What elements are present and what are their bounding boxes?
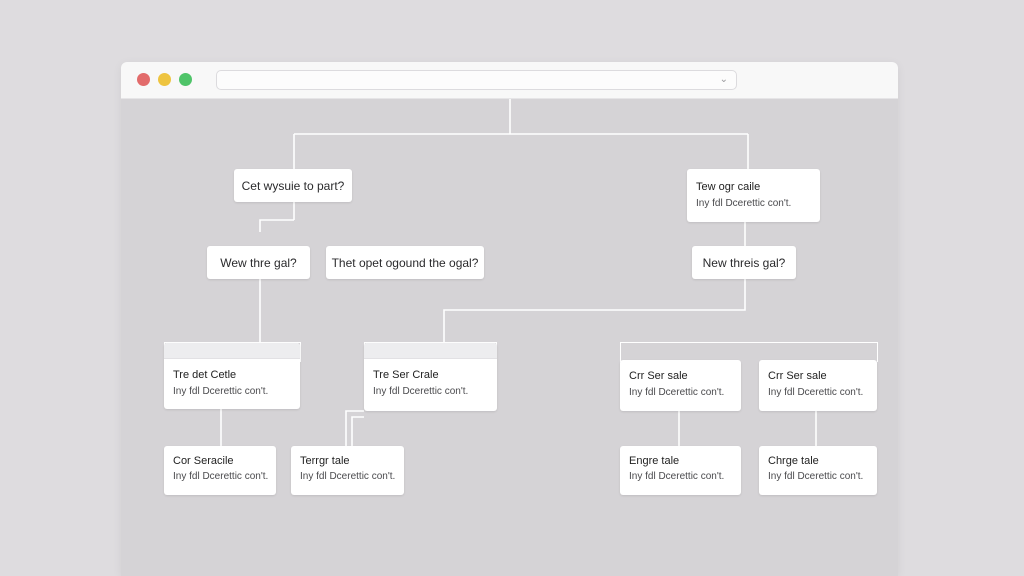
decision-node[interactable]: Tew ogr caile Iny fdl Dcerettic con't. bbox=[687, 169, 820, 222]
flow-card[interactable]: Cor Seracile Iny fdl Dcerettic con't. bbox=[164, 446, 276, 495]
card-title: Tre det Cetle bbox=[173, 369, 237, 381]
card-title: Tre Ser Crale bbox=[373, 369, 439, 381]
group-frame bbox=[620, 342, 878, 362]
card-title: Crr Ser sale bbox=[768, 370, 827, 382]
decision-node[interactable]: Cet wysuie to part? bbox=[234, 169, 352, 202]
flow-card[interactable]: Crr Ser sale Iny fdl Dcerettic con't. bbox=[620, 360, 741, 411]
card-header bbox=[164, 343, 300, 359]
card-subtitle: Iny fdl Dcerettic con't. bbox=[629, 471, 725, 482]
card-subtitle: Iny fdl Dcerettic con't. bbox=[300, 471, 396, 482]
close-button[interactable] bbox=[137, 73, 150, 86]
flow-card[interactable]: Tre Ser Crale Iny fdl Dcerettic con't. bbox=[364, 343, 497, 411]
decision-node[interactable]: Wew thre gal? bbox=[207, 246, 310, 279]
decision-node[interactable]: Thet opet ogound the ogal? bbox=[326, 246, 484, 279]
card-header bbox=[364, 343, 497, 359]
decision-node[interactable]: New threis gal? bbox=[692, 246, 796, 279]
connector-line bbox=[259, 202, 295, 232]
card-title: Cor Seracile bbox=[173, 455, 234, 467]
chevron-icon[interactable]: ⌄ bbox=[719, 74, 728, 85]
connector-line bbox=[294, 99, 748, 135]
flow-card[interactable]: Chrge tale Iny fdl Dcerettic con't. bbox=[759, 446, 877, 495]
card-subtitle: Iny fdl Dcerettic con't. bbox=[768, 387, 864, 398]
connector-line bbox=[351, 416, 364, 447]
card-title: Crr Ser sale bbox=[629, 370, 688, 382]
card-subtitle: Iny fdl Dcerettic con't. bbox=[173, 386, 269, 397]
node-label: New threis gal? bbox=[702, 255, 786, 270]
card-subtitle: Iny fdl Dcerettic con't. bbox=[629, 387, 725, 398]
browser-window: ⌄ Cet wysuie to part? bbox=[121, 62, 898, 576]
node-subtitle: Iny fdl Dcerettic con't. bbox=[696, 198, 792, 209]
title-bar: ⌄ bbox=[121, 62, 898, 99]
connector-line bbox=[443, 279, 746, 343]
flow-card[interactable]: Engre tale Iny fdl Dcerettic con't. bbox=[620, 446, 741, 495]
card-subtitle: Iny fdl Dcerettic con't. bbox=[768, 471, 864, 482]
node-label: Thet opet ogound the ogal? bbox=[331, 255, 479, 270]
node-title: Tew ogr caile bbox=[696, 181, 761, 193]
card-title: Terrgr tale bbox=[300, 455, 350, 467]
node-label: Wew thre gal? bbox=[220, 255, 297, 270]
connector-lines bbox=[220, 99, 817, 447]
card-subtitle: Iny fdl Dcerettic con't. bbox=[173, 471, 269, 482]
node-label: Cet wysuie to part? bbox=[241, 178, 345, 193]
flow-card[interactable]: Crr Ser sale Iny fdl Dcerettic con't. bbox=[759, 360, 877, 411]
card-title: Chrge tale bbox=[768, 455, 819, 467]
maximize-button[interactable] bbox=[179, 73, 192, 86]
flow-card[interactable]: Terrgr tale Iny fdl Dcerettic con't. bbox=[291, 446, 404, 495]
flow-card[interactable]: Tre det Cetle Iny fdl Dcerettic con't. bbox=[164, 343, 300, 409]
card-subtitle: Iny fdl Dcerettic con't. bbox=[373, 386, 469, 397]
address-bar[interactable] bbox=[216, 70, 737, 90]
card-title: Engre tale bbox=[629, 455, 680, 467]
minimize-button[interactable] bbox=[158, 73, 171, 86]
connector-line bbox=[345, 410, 364, 447]
